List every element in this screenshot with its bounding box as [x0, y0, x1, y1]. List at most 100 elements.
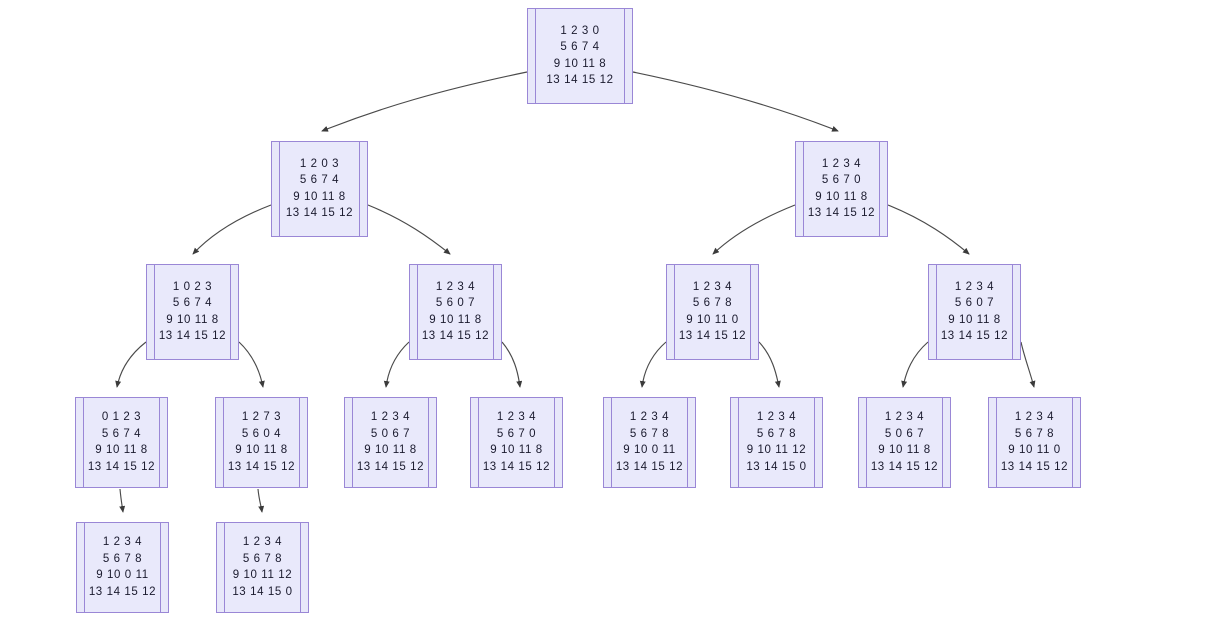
puzzle-state-panel: 1 2 3 4 5 0 6 7 9 10 11 8 13 14 15 12: [352, 398, 429, 487]
puzzle-state-panel: 1 2 3 4 5 0 6 7 9 10 11 8 13 14 15 12: [866, 398, 943, 487]
puzzle-row: 5 6 0 7: [954, 297, 995, 309]
puzzle-row: 9 10 11 8: [553, 57, 607, 70]
puzzle-state-panel: 1 2 3 4 5 6 7 8 9 10 11 12 13 14 15 0: [224, 523, 301, 612]
puzzle-row: 1 2 3 4: [629, 411, 670, 423]
puzzle-row: 1 2 3 4: [435, 280, 476, 293]
tree-edge: [192, 204, 272, 255]
puzzle-row: 9 10 11 0: [1008, 444, 1061, 456]
puzzle-row: 0 1 2 3: [101, 411, 142, 423]
puzzle-state-node[interactable]: 1 2 3 0 5 6 7 4 9 10 11 8 13 14 15 12: [527, 8, 633, 104]
puzzle-row: 5 6 7 4: [101, 427, 142, 440]
puzzle-row: 9 10 11 8: [293, 190, 346, 203]
puzzle-row: 9 10 11 12: [232, 569, 293, 581]
tree-edge: [383, 341, 410, 388]
puzzle-row: 1 2 3 4: [242, 536, 283, 548]
puzzle-row: 5 6 0 4: [241, 427, 282, 440]
puzzle-state-node[interactable]: 1 2 3 4 5 0 6 7 9 10 11 8 13 14 15 12: [344, 397, 437, 488]
puzzle-row: 5 6 7 8: [756, 427, 797, 440]
puzzle-state-panel: 1 2 3 4 5 6 7 8 9 10 11 0 13 14 15 12: [996, 398, 1073, 487]
puzzle-row: 13 14 15 12: [88, 585, 157, 598]
puzzle-row: 5 6 7 8: [102, 552, 143, 565]
puzzle-row: 13 14 15 0: [232, 585, 293, 598]
puzzle-row: 13 14 15 12: [546, 74, 614, 86]
puzzle-row: 5 6 7 4: [172, 297, 213, 309]
puzzle-state-node[interactable]: 1 2 3 4 5 6 7 0 9 10 11 8 13 14 15 12: [795, 141, 888, 237]
puzzle-row: 13 14 15 12: [678, 330, 747, 342]
tree-edge: [119, 488, 126, 513]
puzzle-state-node[interactable]: 1 2 3 4 5 6 7 8 9 10 11 0 13 14 15 12: [988, 397, 1081, 488]
tree-edge: [115, 341, 147, 388]
puzzle-state-node[interactable]: 1 0 2 3 5 6 7 4 9 10 11 8 13 14 15 12: [146, 264, 239, 360]
puzzle-row: 9 10 11 8: [878, 444, 931, 456]
puzzle-row: 13 14 15 12: [615, 460, 684, 473]
puzzle-row: 13 14 15 12: [940, 330, 1009, 342]
tree-edge: [901, 341, 929, 388]
puzzle-row: 1 2 3 4: [821, 157, 862, 170]
puzzle-row: 5 6 7 8: [1014, 427, 1055, 440]
puzzle-row: 13 14 15 12: [356, 460, 425, 473]
puzzle-state-node[interactable]: 1 2 0 3 5 6 7 4 9 10 11 8 13 14 15 12: [271, 141, 368, 237]
puzzle-row: 13 14 15 12: [158, 330, 227, 342]
puzzle-state-node[interactable]: 1 2 3 4 5 6 7 8 9 10 11 12 13 14 15 0: [216, 522, 309, 613]
puzzle-row: 13 14 15 12: [285, 207, 354, 219]
tree-edge: [1020, 341, 1036, 388]
puzzle-row: 13 14 15 0: [746, 460, 807, 473]
puzzle-row: 9 10 11 8: [815, 190, 868, 203]
tree-edge: [712, 204, 796, 255]
tree-edge: [758, 341, 781, 388]
puzzle-row: 13 14 15 12: [807, 207, 876, 219]
puzzle-row: 1 2 3 4: [102, 536, 143, 548]
puzzle-row: 1 0 2 3: [172, 280, 213, 293]
puzzle-state-node[interactable]: 1 2 3 4 5 0 6 7 9 10 11 8 13 14 15 12: [858, 397, 951, 488]
puzzle-row: 5 0 6 7: [884, 427, 925, 440]
tree-edge: [639, 341, 667, 388]
tree-edge: [887, 204, 970, 255]
puzzle-row: 5 6 7 0: [821, 174, 862, 186]
puzzle-state-panel: 1 0 2 3 5 6 7 4 9 10 11 8 13 14 15 12: [154, 265, 231, 359]
puzzle-row: 1 2 3 4: [756, 411, 797, 423]
tree-edge: [501, 341, 523, 388]
puzzle-state-node[interactable]: 1 2 3 4 5 6 7 8 9 10 0 11 13 14 15 12: [76, 522, 169, 613]
puzzle-row: 1 2 3 4: [1014, 411, 1055, 423]
puzzle-row: 13 14 15 12: [227, 460, 296, 473]
puzzle-row: 1 2 0 3: [299, 157, 340, 170]
puzzle-row: 9 10 11 0: [686, 313, 739, 326]
tree-edge: [238, 341, 265, 388]
puzzle-row: 5 6 7 4: [560, 41, 600, 53]
puzzle-row: 9 10 11 8: [364, 444, 417, 456]
puzzle-row: 13 14 15 12: [870, 460, 939, 473]
puzzle-state-panel: 1 2 3 4 5 6 7 0 9 10 11 8 13 14 15 12: [803, 142, 880, 236]
puzzle-row: 5 6 7 8: [692, 297, 733, 309]
puzzle-row: 1 2 3 0: [560, 24, 600, 37]
puzzle-row: 9 10 11 8: [166, 313, 219, 326]
puzzle-row: 9 10 11 8: [235, 444, 288, 456]
puzzle-row: 1 2 3 4: [370, 411, 411, 423]
puzzle-row: 9 10 0 11: [96, 569, 149, 581]
puzzle-row: 1 2 3 4: [884, 411, 925, 423]
puzzle-state-panel: 1 2 3 0 5 6 7 4 9 10 11 8 13 14 15 12: [535, 9, 625, 103]
puzzle-row: 1 2 3 4: [954, 280, 995, 293]
puzzle-row: 5 6 7 8: [242, 552, 283, 565]
puzzle-row: 5 6 7 0: [496, 427, 537, 440]
puzzle-row: 13 14 15 12: [482, 460, 551, 473]
puzzle-row: 5 6 0 7: [435, 297, 476, 309]
puzzle-row: 9 10 11 8: [490, 444, 543, 456]
puzzle-row: 5 6 7 4: [299, 174, 340, 186]
puzzle-row: 5 0 6 7: [370, 427, 411, 440]
puzzle-row: 13 14 15 12: [1000, 460, 1069, 473]
